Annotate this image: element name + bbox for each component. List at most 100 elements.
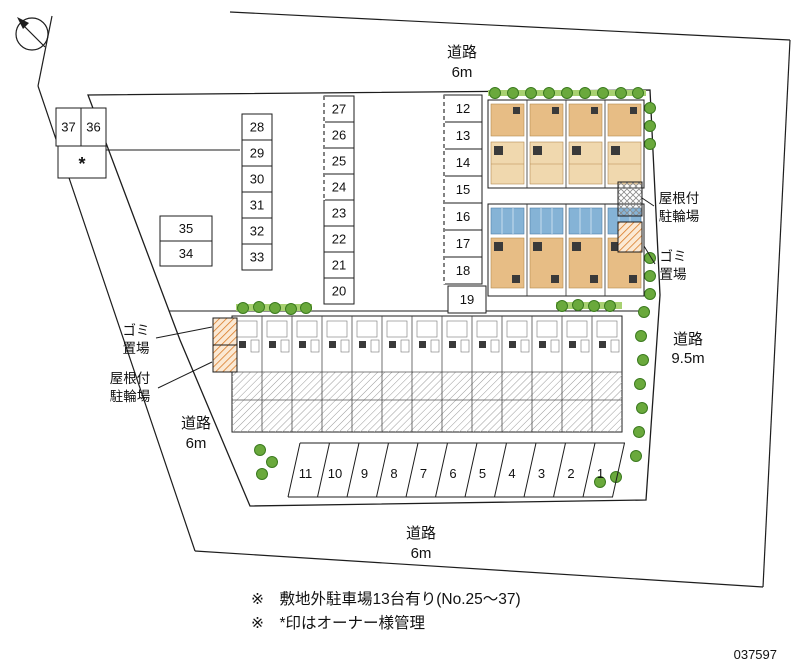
parking-space-number: 36 [86, 120, 100, 135]
tree [644, 270, 656, 282]
parking-space-cell [323, 225, 355, 253]
road-edge-bottom [194, 550, 764, 588]
tree [630, 450, 642, 462]
tree [254, 444, 266, 456]
tree [644, 120, 656, 132]
tree [300, 302, 312, 314]
unit-furniture [572, 146, 581, 155]
unit-fixture [370, 339, 380, 353]
parking-space-cell [80, 107, 107, 147]
road-right-name: 道路 [673, 331, 703, 348]
bike-left-label-line1: 屋根付 [110, 371, 151, 386]
stall-number: 10 [328, 466, 342, 481]
parking-space-number: 29 [250, 146, 264, 161]
tree [604, 300, 616, 312]
unit-fixture [416, 320, 438, 338]
compass-circle [15, 17, 49, 51]
tree [638, 306, 650, 318]
unit-furniture [509, 341, 516, 348]
parking-space-cell [443, 94, 483, 123]
unit-furniture [539, 341, 546, 348]
compass-needle [22, 24, 46, 48]
stall-divider [464, 442, 478, 498]
leader-bike-left [157, 361, 213, 389]
footnote-line2: ※ *印はオーナー様管理 [251, 614, 425, 632]
compass-arrowhead [17, 17, 29, 29]
landscape-trees [237, 87, 656, 488]
tree [269, 302, 281, 314]
room-tan [568, 103, 603, 137]
parking-space-number: 17 [456, 236, 470, 251]
stall-divider [317, 442, 330, 498]
room-tan-light [607, 141, 642, 185]
tree [561, 87, 573, 99]
unit-fixture [250, 339, 260, 353]
road-left-name: 道路 [181, 415, 211, 432]
unit-furniture [629, 275, 637, 283]
unit-furniture [239, 341, 246, 348]
stall-number: 6 [449, 466, 456, 481]
unit-fixture [476, 320, 498, 338]
tree [644, 138, 656, 150]
trash-right-label-line1: ゴミ [660, 248, 687, 264]
stall-number: 5 [479, 466, 486, 481]
unit-furniture [591, 107, 598, 114]
road-left-size: 6m [186, 435, 207, 452]
parking-space-cell [241, 165, 273, 193]
tree [489, 87, 501, 99]
plan-number: 037597 [734, 647, 777, 662]
parking-space-number: 14 [456, 155, 470, 170]
parking-dashed-edges [323, 95, 445, 284]
parking-space-number: 30 [250, 172, 264, 187]
road-bottom-name: 道路 [406, 525, 436, 542]
tree [637, 354, 649, 366]
unit-furniture [533, 146, 542, 155]
parking-space-number: 23 [332, 206, 346, 221]
balcony-blue [490, 207, 525, 235]
road-top-size: 6m [452, 64, 473, 81]
balcony-blue [529, 207, 564, 235]
tree [525, 87, 537, 99]
parking-space-number: 18 [456, 263, 470, 278]
road-bottom-size: 6m [411, 545, 432, 562]
stall-divider [523, 442, 537, 498]
unit-fixture [520, 339, 530, 353]
unit-fixture [280, 339, 290, 353]
parking-space-number: 25 [332, 154, 346, 169]
parking-space-cell [443, 202, 483, 231]
parking-space-cell [447, 285, 487, 314]
tree [594, 476, 606, 488]
tree [634, 378, 646, 390]
parking-space-cell [323, 277, 355, 305]
unit-fixture [536, 320, 558, 338]
footnote-line1: ※ 敷地外駐車場13台有り(No.25～37) [251, 589, 521, 608]
trash-left-label-line1: ゴミ [123, 322, 150, 338]
tree [253, 301, 265, 313]
parking-space-number: 28 [250, 120, 264, 135]
unit-fixture [400, 339, 410, 353]
tree [632, 87, 644, 99]
unit-furniture [599, 341, 606, 348]
building-middle-units [236, 316, 620, 432]
bike-left-label-line2: 駐輪場 [110, 388, 151, 404]
parking-space-cell [241, 217, 273, 245]
tree [579, 87, 591, 99]
parking-space-cell [443, 256, 483, 285]
building-upper-units [490, 100, 642, 296]
road-edge-top [229, 11, 791, 41]
unit-furniture [572, 242, 581, 251]
stall-number: 1 [597, 466, 604, 481]
unit-furniture [630, 107, 637, 114]
tree [572, 299, 584, 311]
stall-dividers [287, 442, 625, 498]
tree [615, 87, 627, 99]
building-middle [231, 315, 623, 433]
tree [633, 426, 645, 438]
stall-number: 11 [299, 466, 313, 481]
stall-number: 7 [420, 466, 427, 481]
tree [644, 288, 656, 300]
parking-space-number: 32 [250, 224, 264, 239]
unit-furniture [359, 341, 366, 348]
unit-furniture [269, 341, 276, 348]
